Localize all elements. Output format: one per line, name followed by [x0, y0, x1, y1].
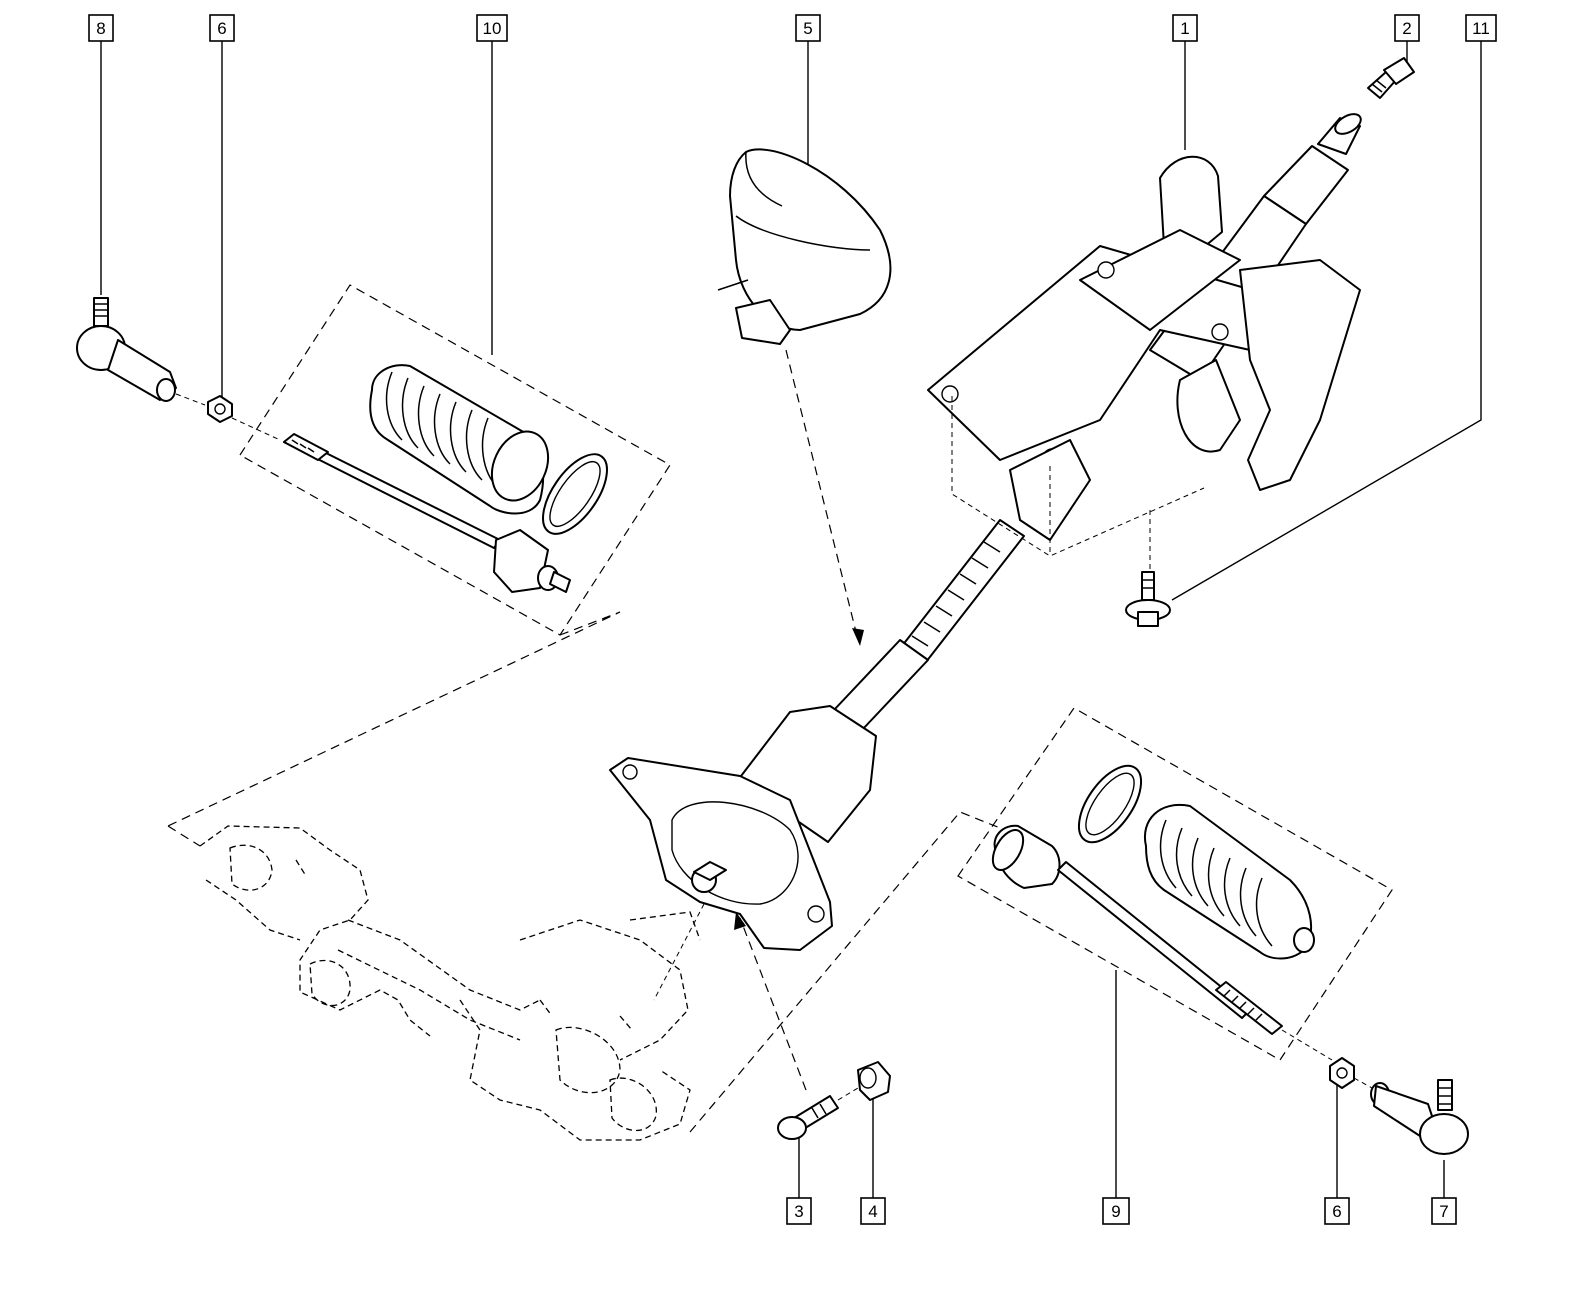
- tie-rod-end-left: [76, 297, 177, 402]
- steering-column: [609, 113, 1362, 951]
- callout-7: 7: [1431, 1160, 1457, 1225]
- inner-tie-rod-left: [283, 433, 571, 593]
- assembly-arrow-3: [734, 912, 807, 1091]
- rack-link-dash-right: [689, 811, 1001, 1133]
- callout-label: 6: [217, 19, 226, 38]
- callout-label: 4: [868, 1202, 877, 1221]
- callout-2: 2: [1394, 14, 1420, 62]
- callout-label: 5: [803, 19, 812, 38]
- callout-label: 8: [96, 19, 105, 38]
- steering-rack-ghost: [199, 825, 701, 1141]
- boot-clamp-left: [542, 453, 608, 535]
- callout-5: 5: [795, 14, 821, 168]
- callout-10: 10: [476, 14, 508, 355]
- callout-6-top: 6: [209, 14, 235, 398]
- rubber-boot-right: [1143, 803, 1315, 960]
- rack-link-dash: [167, 825, 201, 847]
- inner-tie-rod-right: [991, 824, 1283, 1035]
- callout-label: 9: [1111, 1202, 1120, 1221]
- callout-label: 11: [1472, 19, 1490, 38]
- assembly-arrow-5: [785, 349, 864, 646]
- callout-label: 6: [1332, 1202, 1341, 1221]
- boot-clamp-right: [1077, 764, 1143, 844]
- callout-1: 1: [1172, 14, 1198, 150]
- callout-4: 4: [860, 1098, 886, 1225]
- steering-boot-5: [717, 148, 892, 345]
- nut-4: [857, 1061, 891, 1101]
- mounting-outline-ghost: [951, 396, 1205, 570]
- callout-8: 8: [88, 14, 114, 295]
- tie-rod-end-right: [1370, 1079, 1469, 1155]
- callout-11: 11: [1171, 14, 1497, 601]
- rubber-boot-left: [369, 364, 550, 515]
- callout-6-bottom: 6: [1324, 1078, 1350, 1225]
- callout-9: 9: [1102, 970, 1130, 1225]
- callout-label: 3: [794, 1202, 803, 1221]
- callout-label: 1: [1180, 19, 1189, 38]
- bolt-axis-dash-3: [837, 1087, 859, 1101]
- bolt-11: [1125, 571, 1171, 627]
- nut-left: [207, 395, 233, 423]
- bolt-2: [1367, 57, 1415, 99]
- nut-right: [1329, 1057, 1355, 1089]
- axis-dash-right: [1281, 1029, 1333, 1061]
- bolt-3: [777, 1095, 839, 1140]
- callout-3: 3: [786, 1138, 812, 1225]
- callout-label: 10: [483, 19, 502, 38]
- bolt-axis-dash: [653, 903, 705, 1001]
- kit-box-right: [957, 707, 1393, 1061]
- callout-label: 7: [1439, 1202, 1448, 1221]
- callout-label: 2: [1402, 19, 1411, 38]
- kit-box-left: [167, 284, 671, 827]
